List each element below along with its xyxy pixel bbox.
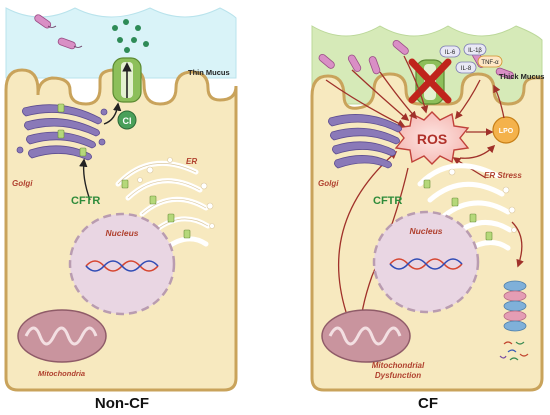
mito-dysfunction-line1: Mitochondrial <box>372 361 425 370</box>
cytokine-tnfa: TNF-α <box>481 60 499 66</box>
cytokine-il6: IL-6 <box>445 50 456 56</box>
dna-helix-right <box>389 258 463 270</box>
nucleus-label-left: Nucleus <box>105 228 138 238</box>
mitochondrion-right <box>321 309 411 363</box>
golgi-label-left: Golgi <box>12 179 33 188</box>
lpo-label: LPO <box>499 128 514 135</box>
nucleus-left <box>68 212 176 316</box>
er-cftr-markers-left <box>121 179 191 239</box>
er-cftr-markers-right <box>423 179 493 241</box>
panel-caption-non-cf: Non-CF <box>95 395 149 412</box>
bacteria-group <box>34 14 83 50</box>
cftr-label-right: CFTR <box>373 195 402 207</box>
lpo-node: LPO <box>492 116 520 144</box>
panel-caption-cf: CF <box>418 395 438 412</box>
er-label-left: ER <box>186 157 197 166</box>
cytokine-il8: IL-8 <box>461 66 472 72</box>
mitochondria-label: Mitochondria <box>38 369 85 378</box>
panel-cf: IL-6 IL-1β IL-8 TNF-α Thick Mucus ROS LP… <box>310 25 544 412</box>
blocked-x-icon <box>408 58 452 104</box>
cftr-channel-membrane: Cl <box>112 57 142 130</box>
mitochondrion-left <box>17 309 107 363</box>
golgi-cftr-markers <box>57 103 87 157</box>
protein-fragments <box>499 341 529 361</box>
golgi-apparatus-right <box>328 114 402 169</box>
thick-mucus-label: Thick Mucus <box>499 72 544 81</box>
er-vesicles-right <box>448 168 517 233</box>
er-outline-left <box>117 163 209 231</box>
thin-mucus-label: Thin Mucus <box>188 68 230 77</box>
cftr-channel-blocked <box>408 58 452 105</box>
trafficking-arrow-golgi <box>103 102 122 125</box>
thin-mucus-layer <box>5 7 237 79</box>
cftr-label-left: CFTR <box>71 195 100 207</box>
ros-label: ROS <box>417 131 447 147</box>
trafficking-arrow-er <box>79 158 91 201</box>
nucleus-label-right: Nucleus <box>409 226 442 236</box>
cytokine-il1b: IL-1β <box>468 48 482 54</box>
golgi-apparatus-left <box>16 104 108 161</box>
misfolded-protein-stack <box>503 280 527 332</box>
er-stress-label: ER Stress <box>484 171 522 180</box>
panel-non-cf: Cl Thin Mucus Golgi <box>4 7 238 412</box>
golgi-label-right: Golgi <box>318 179 339 188</box>
chloride-label: Cl <box>123 116 132 126</box>
er-vesicles-left <box>137 157 215 229</box>
mito-dysfunction-line2: Dysfunction <box>375 371 421 380</box>
chloride-ions <box>112 19 149 53</box>
cytokine-badges: IL-6 IL-1β IL-8 TNF-α <box>439 43 503 74</box>
nucleus-right <box>372 210 480 314</box>
dna-helix-left <box>85 260 159 272</box>
